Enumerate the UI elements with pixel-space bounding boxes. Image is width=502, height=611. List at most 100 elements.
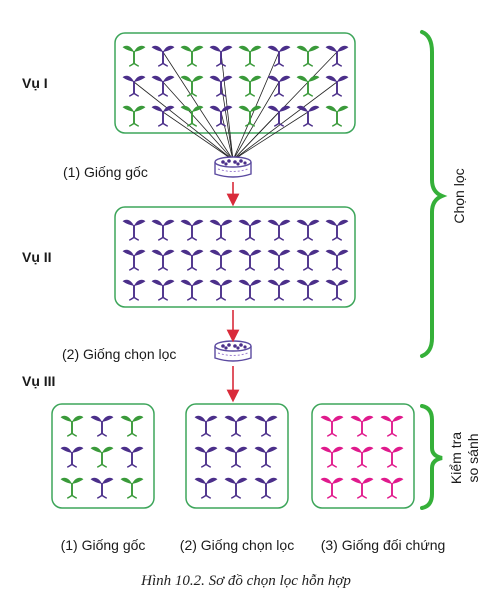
selection-line <box>232 111 280 161</box>
seed-dish-2 <box>214 340 252 362</box>
bulk2-label: (2) Giống chọn lọc <box>62 346 176 362</box>
s2-plant <box>180 279 204 301</box>
bottom-label-original: (1) Giống gốc <box>61 537 146 553</box>
test-bracket-label-line1: Kiểm tra <box>448 432 464 484</box>
s3b-plant <box>194 477 218 499</box>
s2-plant <box>267 249 291 271</box>
s3a-plant <box>120 477 144 499</box>
s1-plant <box>209 105 233 127</box>
s1-plant <box>296 105 320 127</box>
s1-plant <box>209 45 233 67</box>
s1-plant <box>238 75 262 97</box>
s2-plant <box>151 249 175 271</box>
s1-plant <box>180 45 204 67</box>
s2-plant <box>267 279 291 301</box>
s1-plant <box>122 105 146 127</box>
s3a-plant <box>90 446 114 468</box>
s2-plant <box>209 249 233 271</box>
test-bracket <box>420 404 443 510</box>
s1-plant <box>209 75 233 97</box>
s3b-plant <box>224 477 248 499</box>
s1-plant <box>180 105 204 127</box>
season3-label: Vụ III <box>22 373 55 389</box>
s1-plant <box>267 45 291 67</box>
s1-plant <box>122 75 146 97</box>
selection-line <box>220 111 234 161</box>
s3b-plant <box>254 477 278 499</box>
season2-label: Vụ II <box>22 249 52 265</box>
s3c-plant <box>350 446 374 468</box>
selection-line <box>232 111 309 161</box>
bottom-label-control: (3) Giống đối chứng <box>321 537 446 553</box>
s1-plant <box>267 105 291 127</box>
s2-plant <box>209 219 233 241</box>
selection-bracket <box>420 30 448 358</box>
s2-plant <box>325 249 349 271</box>
selection-line <box>232 81 280 161</box>
s3b-plant <box>224 415 248 437</box>
s2-plant <box>122 219 146 241</box>
s2-plant <box>151 279 175 301</box>
bottom-label-selected: (2) Giống chọn lọc <box>180 537 294 553</box>
season1-label: Vụ I <box>22 75 48 91</box>
s2-plant <box>122 249 146 271</box>
selection-line <box>133 81 234 161</box>
s1-plant <box>122 45 146 67</box>
s3c-plant <box>320 446 344 468</box>
season2-field <box>114 206 356 308</box>
s3c-plant <box>380 477 404 499</box>
s2-plant <box>238 279 262 301</box>
s3c-plant <box>320 477 344 499</box>
figure-caption: Hình 10.2. Sơ đồ chọn lọc hỗn hợp <box>140 573 351 589</box>
s2-plant <box>238 219 262 241</box>
s3b-plant <box>194 415 218 437</box>
s3a-plant <box>120 446 144 468</box>
s3a-plant <box>90 415 114 437</box>
s2-plant <box>267 219 291 241</box>
s1-plant <box>238 105 262 127</box>
s2-plant <box>209 279 233 301</box>
selection-line <box>232 81 338 161</box>
seed-dish-1 <box>214 156 252 178</box>
s2-plant <box>238 249 262 271</box>
test-bracket-label-line2: so sánh <box>465 433 481 482</box>
s1-plant <box>267 75 291 97</box>
s1-plant <box>238 45 262 67</box>
s1-plant <box>151 75 175 97</box>
bulk1-label: (1) Giống gốc <box>63 164 148 180</box>
s3c-plant <box>320 415 344 437</box>
s2-plant <box>296 219 320 241</box>
s3a-plant <box>60 446 84 468</box>
s3c-plant <box>350 477 374 499</box>
season3-control-plants <box>320 415 404 499</box>
s1-plant <box>325 75 349 97</box>
s1-plant <box>296 45 320 67</box>
s3c-plant <box>350 415 374 437</box>
s3a-plant <box>60 415 84 437</box>
s3a-plant <box>90 477 114 499</box>
s2-plant <box>122 279 146 301</box>
s2-plant <box>296 249 320 271</box>
s3b-plant <box>224 446 248 468</box>
s2-plant <box>180 249 204 271</box>
season2-plants <box>122 219 349 301</box>
s2-plant <box>180 219 204 241</box>
s3c-plant <box>380 415 404 437</box>
s3b-plant <box>194 446 218 468</box>
s2-plant <box>296 279 320 301</box>
selection-line <box>162 81 234 161</box>
s3b-plant <box>254 415 278 437</box>
s2-plant <box>325 279 349 301</box>
season3-original-plants <box>60 415 144 499</box>
season3-selected-plants <box>194 415 278 499</box>
selection-line <box>162 111 234 161</box>
s2-plant <box>151 219 175 241</box>
s3c-plant <box>380 446 404 468</box>
s3b-plant <box>254 446 278 468</box>
s3a-plant <box>60 477 84 499</box>
s1-plant <box>325 45 349 67</box>
s1-plant <box>296 75 320 97</box>
selection-bracket-label: Chọn lọc <box>451 168 467 223</box>
s1-plant <box>325 105 349 127</box>
